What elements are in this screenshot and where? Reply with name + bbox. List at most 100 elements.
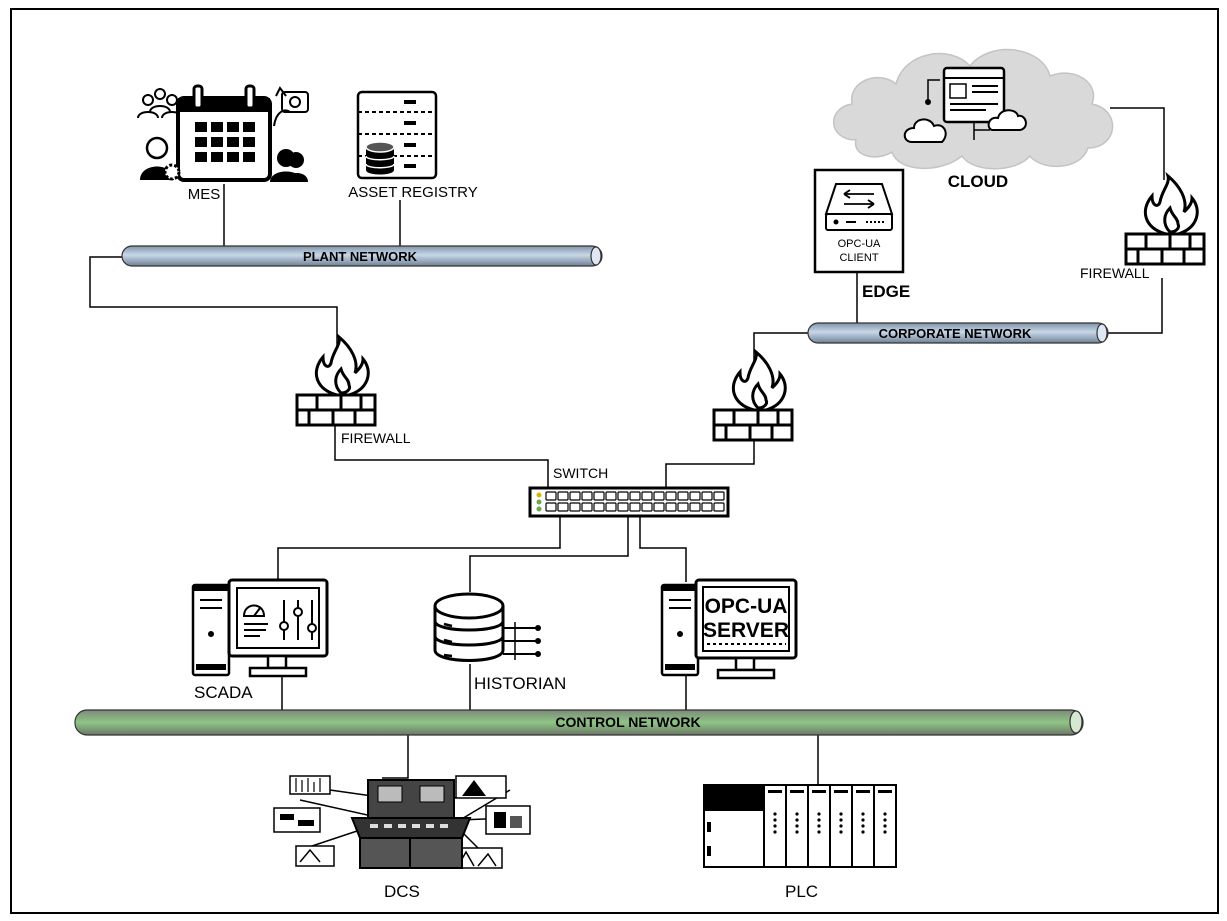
plc-module-led bbox=[883, 812, 887, 816]
plc-module-led bbox=[795, 812, 799, 816]
plc-module-led bbox=[773, 824, 777, 828]
plc-label: PLC bbox=[785, 882, 818, 901]
historian-label: HISTORIAN bbox=[474, 674, 566, 693]
plc-module-led bbox=[839, 818, 843, 822]
plc-module-led bbox=[817, 824, 821, 828]
switch-port bbox=[545, 502, 557, 512]
opcua-server-label-line2: SERVER bbox=[703, 619, 789, 642]
plant-network-label: PLANT NETWORK bbox=[303, 249, 418, 264]
switch-port bbox=[665, 491, 677, 501]
plc-module-led bbox=[883, 818, 887, 822]
opcua-server-label-line1: OPC-UA bbox=[705, 595, 788, 618]
switch-port bbox=[641, 502, 653, 512]
plc-module-led bbox=[883, 830, 887, 834]
firewall-plant-label: FIREWALL bbox=[341, 430, 411, 446]
plc-module-led bbox=[795, 818, 799, 822]
cloud-label: CLOUD bbox=[948, 172, 1008, 191]
asset-registry-label: ASSET REGISTRY bbox=[348, 184, 478, 201]
database-icon bbox=[365, 141, 395, 175]
switch-port bbox=[557, 502, 569, 512]
plc-module-led bbox=[861, 830, 865, 834]
switch-port bbox=[653, 491, 665, 501]
mes-node: MES bbox=[137, 84, 309, 203]
corporate-network-pipe: CORPORATE NETWORK bbox=[807, 322, 1109, 344]
switch-port bbox=[629, 502, 641, 512]
plc-module-led bbox=[817, 830, 821, 834]
switch-port bbox=[701, 502, 713, 512]
dcs-label: DCS bbox=[384, 882, 420, 901]
plc-rack-icon bbox=[703, 784, 897, 868]
switch-port bbox=[689, 502, 701, 512]
control-network-label: CONTROL NETWORK bbox=[555, 714, 700, 730]
dcs-node: DCS bbox=[273, 775, 531, 901]
switch-port bbox=[689, 491, 701, 501]
plc-module-led bbox=[839, 812, 843, 816]
control-network-pipe: CONTROL NETWORK bbox=[74, 709, 1084, 736]
firewall-cloud-label: FIREWALL bbox=[1080, 265, 1150, 281]
switch-port bbox=[605, 491, 617, 501]
switch-port bbox=[557, 491, 569, 501]
switch-ports bbox=[545, 491, 725, 512]
mes-label: MES bbox=[188, 186, 221, 203]
switch-port bbox=[677, 502, 689, 512]
hand-idea-icon bbox=[273, 86, 309, 127]
plc-node: PLC bbox=[703, 784, 897, 901]
user-gear-icon bbox=[140, 136, 181, 181]
plc-module-led bbox=[817, 818, 821, 822]
switch-port bbox=[629, 491, 641, 501]
scada-node: SCADA bbox=[191, 578, 329, 702]
plc-module-indicator bbox=[812, 790, 826, 793]
firewall-cloud: FIREWALL bbox=[1080, 174, 1206, 281]
plc-module-indicator bbox=[768, 790, 782, 793]
edge-label: EDGE bbox=[862, 282, 910, 301]
plc-module-indicator bbox=[834, 790, 848, 793]
plc-module-led bbox=[839, 830, 843, 834]
switch-port bbox=[569, 502, 581, 512]
scada-label: SCADA bbox=[194, 683, 253, 702]
plc-module-indicator bbox=[878, 790, 892, 793]
corporate-network-label: CORPORATE NETWORK bbox=[879, 326, 1032, 341]
plc-module-indicator bbox=[790, 790, 804, 793]
switch-port bbox=[617, 502, 629, 512]
plc-module-led bbox=[773, 830, 777, 834]
cloud-node: CLOUD bbox=[833, 48, 1114, 191]
user-pair-icon bbox=[270, 149, 308, 182]
plc-module-led bbox=[795, 824, 799, 828]
plc-module-led bbox=[773, 818, 777, 822]
opcua-client-label-line2: CLIENT bbox=[839, 252, 878, 264]
edge-device-icon bbox=[824, 183, 894, 231]
calendar-icon bbox=[176, 84, 272, 182]
historian-database-icon bbox=[433, 592, 541, 662]
switch-port bbox=[617, 491, 629, 501]
web-app-icon bbox=[903, 66, 1027, 143]
opcua-client-label-line1: OPC-UA bbox=[838, 238, 881, 250]
switch-port bbox=[677, 491, 689, 501]
plc-module-led bbox=[839, 824, 843, 828]
switch-port bbox=[581, 491, 593, 501]
switch-port bbox=[713, 491, 725, 501]
switch-label: SWITCH bbox=[553, 465, 608, 481]
connection-lines bbox=[89, 107, 1165, 785]
switch-port bbox=[593, 502, 605, 512]
dcs-control-room-icon bbox=[273, 775, 531, 869]
historian-node: HISTORIAN bbox=[433, 592, 566, 693]
plc-module-indicator bbox=[856, 790, 870, 793]
switch-port bbox=[701, 491, 713, 501]
plant-network-pipe: PLANT NETWORK bbox=[121, 245, 603, 267]
plc-module-led bbox=[861, 824, 865, 828]
switch-port bbox=[665, 502, 677, 512]
switch-node: SWITCH bbox=[528, 465, 730, 518]
plc-module-led bbox=[883, 824, 887, 828]
switch-port bbox=[713, 502, 725, 512]
asset-registry-node: ASSET REGISTRY bbox=[348, 90, 478, 201]
plc-module-led bbox=[861, 818, 865, 822]
switch-port bbox=[545, 491, 557, 501]
plc-io-modules bbox=[763, 784, 897, 868]
firewall-plant: FIREWALL bbox=[295, 335, 411, 446]
opcua-server-node: OPC-UA SERVER bbox=[660, 578, 798, 680]
switch-port bbox=[593, 491, 605, 501]
switch-port bbox=[605, 502, 617, 512]
plc-module-led bbox=[817, 812, 821, 816]
plc-module-led bbox=[773, 812, 777, 816]
